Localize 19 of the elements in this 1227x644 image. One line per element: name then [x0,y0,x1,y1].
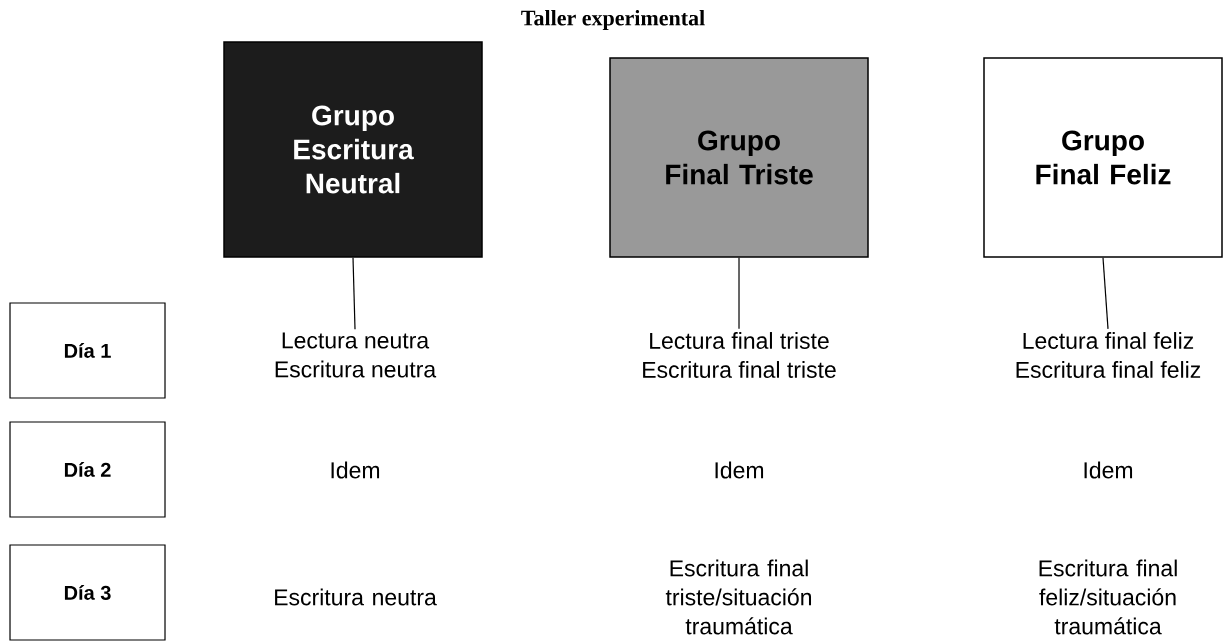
day-box: Día 2 [9,421,166,518]
connector-line [738,257,740,330]
connector-line [1102,257,1109,330]
group-box: Grupo Final Triste [609,57,869,258]
cell-text: Idem [715,461,764,479]
activity-text: Lectura final triste Escritura final triste [643,332,836,378]
cell-text: Idem [331,461,380,479]
connector-line [352,257,356,330]
day-box: Día 3 [9,544,166,641]
title: Taller experimental [521,10,705,30]
activity-text: Lectura neutra Escritura neutra [275,332,437,378]
day-box: Día 1 [9,302,166,399]
cell-text: Escritura final triste/situación traumática [665,559,811,635]
cell-text: Escritura neutra [275,588,437,606]
group-box: Grupo Final Feliz [983,57,1223,258]
cell-text: Escritura final feliz/situación traumática [1039,559,1177,635]
group-box: Grupo Escritura Neutral [223,41,483,258]
cell-text: Idem [1084,461,1133,479]
activity-text: Lectura final feliz Escritura final feliz [1016,332,1201,378]
